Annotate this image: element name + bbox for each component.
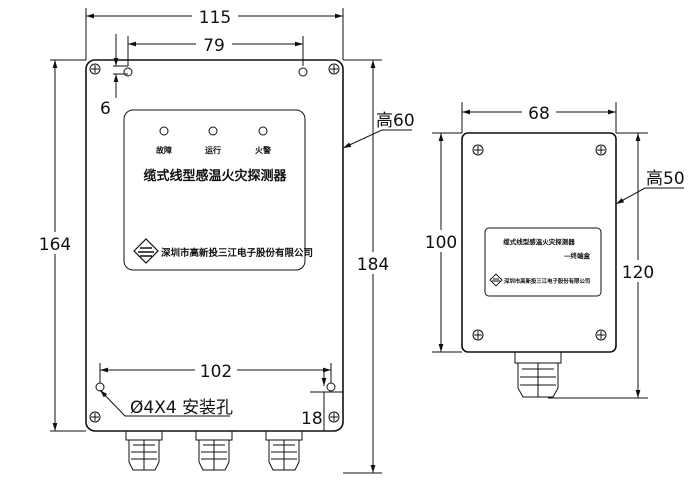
corner-screw-icon <box>328 63 340 75</box>
terminal-box-title: 缆式线型感温火灾探测器 <box>503 237 575 246</box>
terminal-box-label <box>484 227 602 297</box>
terminal-box-company: 深圳市高新投三江电子股份有限公司 <box>504 277 590 285</box>
corner-screw-icon <box>595 329 607 341</box>
dim-hole-offset: 6 <box>100 99 111 119</box>
mounting-hole-icon <box>95 382 105 392</box>
mounting-hole-icon <box>123 67 133 77</box>
product-title: 缆式线型感温火灾探测器 <box>143 168 287 184</box>
mounting-hole-note: Ø4X4 安装孔 <box>130 398 233 418</box>
corner-screw-icon <box>328 411 340 423</box>
left-view: 115 79 6 164 184 高60 <box>38 6 415 474</box>
indicator-led-icon <box>159 126 169 136</box>
cable-gland-icon <box>125 430 163 471</box>
dim-depth: 高60 <box>376 111 415 131</box>
company-logo-icon <box>133 238 159 264</box>
indicator-label-run: 运行 <box>205 145 221 155</box>
dim-height-with-glands: 184 <box>357 255 389 275</box>
dim-width-total: 115 <box>199 8 231 28</box>
dim-height-with-gland: 120 <box>622 263 654 283</box>
corner-screw-icon <box>472 144 484 156</box>
label-panel <box>123 109 306 271</box>
dim-bottom-offset: 18 <box>301 409 323 429</box>
dim-depth: 高50 <box>646 169 685 189</box>
corner-screw-icon <box>89 63 101 75</box>
indicator-led-icon <box>258 126 268 136</box>
cable-gland-icon <box>195 430 233 471</box>
dim-width: 68 <box>528 104 550 124</box>
dim-hole-spacing-top: 79 <box>203 36 225 56</box>
corner-screw-icon <box>89 411 101 423</box>
dim-height: 100 <box>425 233 457 253</box>
dim-height-total: 164 <box>39 235 71 255</box>
right-view: 68 100 120 高50 缆式线型感温火灾探测器 —终端盒 <box>424 102 685 399</box>
mounting-hole-icon <box>326 382 336 392</box>
indicator-label-fire: 火警 <box>255 145 271 155</box>
indicator-led-icon <box>208 126 218 136</box>
indicator-label-fault: 故障 <box>156 145 172 155</box>
corner-screw-icon <box>472 329 484 341</box>
dim-hole-spacing-bottom: 102 <box>200 362 232 382</box>
terminal-box-subtitle: —终端盒 <box>564 251 591 260</box>
cable-gland-icon <box>514 351 562 398</box>
cable-gland-icon <box>265 430 303 471</box>
company-logo-icon <box>489 273 503 287</box>
mounting-hole-icon <box>298 67 308 77</box>
corner-screw-icon <box>595 144 607 156</box>
company-name: 深圳市高新投三江电子股份有限公司 <box>161 247 313 259</box>
